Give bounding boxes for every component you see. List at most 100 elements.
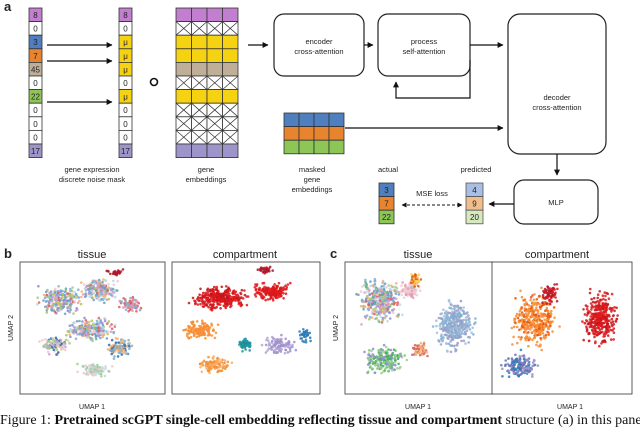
umap-point xyxy=(88,329,91,333)
umap-b-tissue-scatter xyxy=(36,268,143,378)
umap-point xyxy=(55,301,58,304)
umap-point xyxy=(187,301,191,305)
umap-point xyxy=(279,343,283,347)
umap-point xyxy=(527,344,530,348)
umap-point xyxy=(286,283,290,286)
umap-point xyxy=(135,305,139,309)
gene-embeddings-label-1: gene xyxy=(198,165,215,174)
umap-point xyxy=(373,312,376,316)
umap-point xyxy=(546,325,549,328)
umap-point xyxy=(84,324,87,328)
umap-point xyxy=(378,287,382,290)
umap-point xyxy=(121,341,125,344)
umap-point xyxy=(239,340,242,344)
umap-point xyxy=(284,344,288,348)
umap-point xyxy=(215,305,218,309)
umap-point xyxy=(444,320,448,323)
umap-point xyxy=(63,290,67,294)
umap-point xyxy=(238,343,241,346)
umap-point xyxy=(267,267,271,270)
umap-point xyxy=(210,322,213,326)
umap-point xyxy=(456,309,459,312)
umap-point xyxy=(221,299,225,302)
umap-point xyxy=(73,300,76,304)
umap-point xyxy=(385,285,388,289)
masked-cross xyxy=(222,21,239,36)
umap-point xyxy=(546,330,549,334)
umap-point xyxy=(244,348,247,351)
umap-point xyxy=(359,290,363,293)
umap-point xyxy=(372,354,375,358)
umap-point xyxy=(226,296,230,300)
umap-point xyxy=(538,305,542,309)
umap-point xyxy=(409,281,413,285)
caption-rest: structure (a) in this panel... xyxy=(505,413,640,428)
umap-point xyxy=(408,293,412,296)
umap-point xyxy=(84,332,88,335)
umap-point xyxy=(260,343,264,347)
umap-point xyxy=(90,292,94,296)
masked-cross xyxy=(175,102,192,118)
masked-cross xyxy=(175,116,192,131)
umap-point xyxy=(604,331,607,334)
umap-point xyxy=(50,342,53,346)
umap-point xyxy=(207,330,210,333)
umap-point xyxy=(107,283,110,286)
umap-point xyxy=(531,338,534,342)
umap-point xyxy=(390,288,393,292)
masked-embedding-cell xyxy=(283,139,300,155)
umap-point xyxy=(261,270,265,274)
umap-point xyxy=(598,344,601,348)
umap-point xyxy=(524,338,527,342)
panel-label-c: c xyxy=(330,246,337,261)
umap-point xyxy=(99,372,103,376)
embedding-cell xyxy=(191,62,208,77)
umap-point xyxy=(535,298,539,301)
umap-point xyxy=(397,313,400,316)
umap-point xyxy=(413,281,417,284)
umap-point xyxy=(264,293,268,296)
umap-point xyxy=(284,337,288,341)
umap-point xyxy=(521,366,525,370)
umap-point xyxy=(501,367,504,371)
masked-embedding-cell xyxy=(283,126,300,141)
umap-point xyxy=(221,358,224,362)
umap-point xyxy=(67,301,71,305)
umap-point xyxy=(390,369,394,372)
umap-point xyxy=(417,273,421,277)
umap-point xyxy=(585,314,589,317)
umap-point xyxy=(135,310,138,313)
umap-point xyxy=(361,285,364,288)
umap-point xyxy=(215,285,219,289)
encoder-label-2: cross-attention xyxy=(294,47,343,56)
umap-point xyxy=(100,288,103,291)
umap-point xyxy=(110,327,114,331)
umap-point xyxy=(218,363,221,366)
umap-point xyxy=(369,365,372,368)
umap-point xyxy=(199,302,202,306)
umap-point xyxy=(583,313,587,316)
umap-point xyxy=(425,350,429,354)
umap-point xyxy=(258,287,261,291)
umap-point xyxy=(120,300,123,303)
umap-point xyxy=(289,281,292,285)
umap-point xyxy=(366,356,370,360)
umap-point xyxy=(546,295,549,299)
umap-point xyxy=(47,296,50,299)
umap-point xyxy=(374,306,378,310)
umap-point xyxy=(543,318,546,322)
umap-point xyxy=(440,312,444,315)
embedding-cell xyxy=(175,34,192,50)
umap-point xyxy=(608,315,611,318)
umap-point xyxy=(267,342,271,345)
embedding-cell xyxy=(222,143,239,159)
umap-point xyxy=(606,303,609,307)
umap-point xyxy=(529,321,533,325)
umap-point xyxy=(464,322,468,325)
decoder-label-1: decoder xyxy=(543,93,571,102)
umap-point xyxy=(94,328,98,331)
umap-point xyxy=(216,323,220,327)
umap-point xyxy=(241,343,245,347)
masked-cross xyxy=(222,130,239,145)
umap-point xyxy=(599,318,603,322)
